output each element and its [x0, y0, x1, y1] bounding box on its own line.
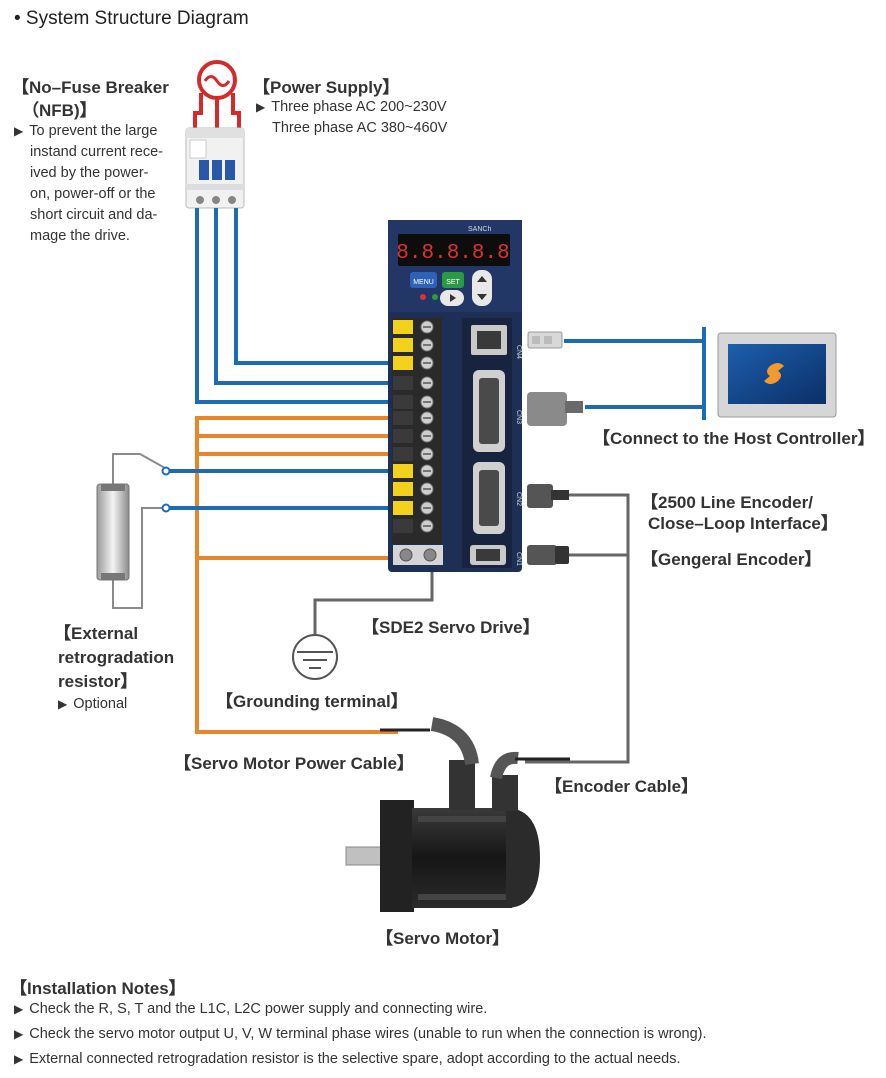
servo-drive: SANCh 8.8.8.8.8 MENU SET [388, 220, 522, 572]
motor-power-cable-label: 【Servo Motor Power Cable】 [174, 754, 414, 773]
list-item: ▶External connected retrogradation resis… [14, 1051, 681, 1067]
list-item: ▶Check the R, S, T and the L1C, L2C powe… [14, 1001, 488, 1017]
installation-notes-list: ▶Check the R, S, T and the L1C, L2C powe… [14, 997, 707, 1072]
bullet-triangle-icon: ▶ [14, 1002, 24, 1016]
svg-text:SET: SET [446, 279, 460, 286]
bullet-triangle-icon: ▶ [14, 1027, 24, 1041]
host-wires [564, 339, 704, 409]
motor-cables [380, 728, 570, 761]
encoder-connector [527, 484, 569, 565]
resistor-optional-note: ▶Optional [58, 696, 128, 712]
ac-source-icon [193, 60, 241, 131]
power-wires [195, 208, 417, 404]
encoder-2500-label-2: Close–Loop Interface】 [648, 514, 838, 533]
bullet-triangle-icon: ▶ [14, 1052, 24, 1066]
cn-label: CN4 [515, 345, 522, 359]
hmi-screen-icon [717, 332, 837, 418]
nfb-heading: 【No–Fuse Breaker [12, 78, 169, 97]
breaker-icon [185, 127, 245, 209]
power-supply-specs: ▶Three phase AC 200~230V Three phase AC … [256, 99, 448, 136]
cn-label: CN3 [515, 410, 522, 424]
servo-drive-label: 【SDE2 Servo Drive】 [362, 618, 540, 637]
svg-text:MENU: MENU [413, 279, 434, 286]
bullet-triangle-icon: ▶ [256, 100, 266, 114]
ground-wire [313, 563, 434, 636]
nfb-heading-sub: （NFB)】 [22, 101, 97, 120]
host-controller-label: 【Connect to the Host Controller】 [593, 429, 875, 448]
general-encoder-label: 【Gengeral Encoder】 [641, 550, 822, 569]
resistor-wires [166, 469, 417, 510]
bullet-triangle-icon: ▶ [58, 697, 68, 711]
cn-label: CN1 [515, 552, 522, 566]
power-supply-heading: 【Power Supply】 [253, 78, 400, 97]
motor-power-wires [195, 416, 417, 734]
encoder-wires [525, 493, 630, 764]
drive-display: 8.8.8.8.8 [396, 242, 509, 265]
svg-text:SANCh: SANCh [468, 226, 491, 233]
external-resistor-label: 【External retrogradation resistor】 [54, 624, 175, 691]
resistor-icon [96, 483, 130, 581]
page-title: • System Structure Diagram [14, 8, 249, 29]
rj45-connector [527, 331, 563, 349]
servo-motor-label: 【Servo Motor】 [376, 929, 510, 948]
ground-icon [292, 634, 338, 680]
servo-motor-icon [345, 717, 540, 912]
encoder-cable-label: 【Encoder Cable】 [545, 777, 699, 796]
encoder-2500-label: 【2500 Line Encoder/ [641, 493, 813, 512]
bullet-triangle-icon: ▶ [14, 124, 24, 138]
cn-label: CN2 [515, 492, 522, 506]
list-item: ▶Check the servo motor output U, V, W te… [14, 1026, 707, 1042]
nfb-description: ▶To prevent the large instand current re… [14, 123, 163, 244]
installation-notes-heading: 【Installation Notes】 [10, 979, 186, 998]
grounding-label: 【Grounding terminal】 [216, 692, 408, 711]
dsub-connector [527, 392, 583, 426]
